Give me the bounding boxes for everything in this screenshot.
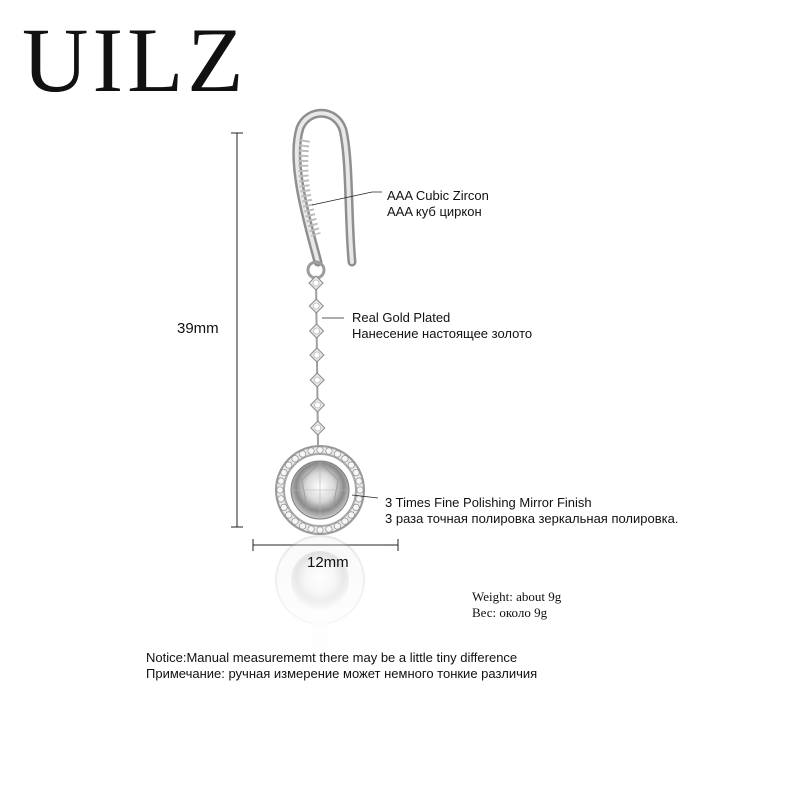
halo-stone [291,517,299,525]
gold-label-en: Real Gold Plated [352,310,451,325]
zircon-callout: AAA Cubic Zircon AAA куб циркон [387,188,489,220]
notice-text-en: Notice:Manual measurememt there may be a… [146,650,518,665]
chain-stone-center [313,376,321,384]
halo-stone [347,511,355,519]
halo-stone [333,522,341,530]
halo-stone [341,455,349,463]
halo-stone [285,511,293,519]
notice-text-ru: Примечание: ручная измерение может немно… [146,666,538,681]
brand-logo: UILZ [22,9,248,111]
gold-callout: Real Gold Plated Нанесение настоящее зол… [352,310,532,342]
halo-stone [277,495,285,503]
width-dimension-label: 12mm [307,554,349,571]
chain-stone-center [312,279,320,287]
stone-chain [308,275,326,447]
halo-stone [355,477,363,485]
halo-pendant [275,445,365,535]
halo-stone [280,469,288,477]
halo-stone [333,450,341,458]
callout-leader-lines [311,191,382,499]
weight-info: Weight: about 9g Вес: около 9g [472,589,561,621]
halo-stone [277,477,285,485]
halo-stone [307,447,315,455]
halo-stone [280,503,288,511]
halo-stone [276,486,284,494]
halo-stone [355,495,363,503]
halo-stone [291,455,299,463]
finish-label-ru: 3 раза точная полировка зеркальная полир… [385,511,679,526]
halo-stone [316,526,324,534]
halo-stone [299,522,307,530]
gold-label-ru: Нанесение настоящее золото [352,326,533,341]
halo-stone [347,461,355,469]
halo-stone [316,446,324,454]
halo-stone [299,450,307,458]
halo-stone [285,461,293,469]
earring-hook [292,108,357,280]
chain-stone-center [312,302,320,310]
zircon-label-ru: AAA куб циркон [387,204,482,219]
halo-stone [356,486,364,494]
halo-stone [352,469,360,477]
chain-stone-center [314,424,322,432]
pendant-reflection [260,535,380,660]
halo-stone [341,517,349,525]
halo-stone [325,525,333,533]
finish-callout: 3 Times Fine Polishing Mirror Finish 3 р… [385,495,678,527]
height-dimension-label: 39mm [177,320,219,337]
chain-stone-center [313,351,321,359]
notice-block: Notice:Manual measurememt there may be a… [146,650,537,682]
halo-stone [352,503,360,511]
zircon-label-en: AAA Cubic Zircon [387,188,489,203]
halo-stone [325,447,333,455]
finish-label-en: 3 Times Fine Polishing Mirror Finish [385,495,592,510]
chain-stone-center [314,401,321,409]
height-dimension-line [231,132,243,528]
weight-label-en: Weight: about 9g [472,589,562,604]
chain-stone-center [313,327,320,335]
weight-label-ru: Вес: около 9g [472,605,548,620]
halo-stone [307,525,315,533]
